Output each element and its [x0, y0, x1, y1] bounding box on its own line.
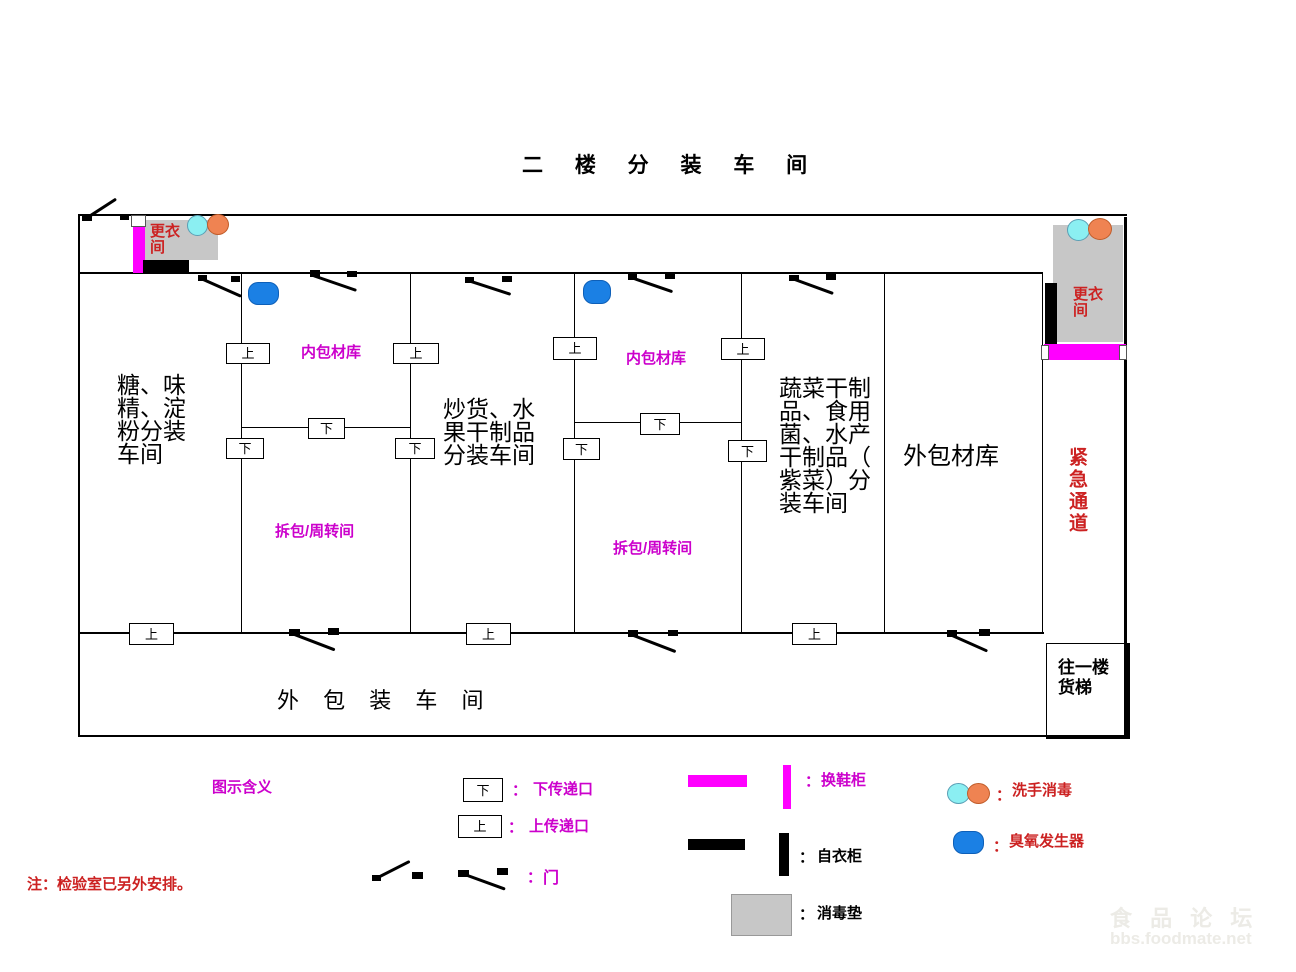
legend-colon: ： [508, 819, 524, 836]
transfer-window-up: 上 [792, 623, 837, 645]
room-label-unpack-2: 拆包/周转间 [613, 540, 693, 557]
legend-colon: ： [805, 773, 821, 790]
transfer-label: 下 [653, 416, 667, 432]
transfer-window-down: 下 [640, 413, 680, 435]
legend-door-label: 门 [543, 870, 560, 887]
watermark-line1: 食 品 论 坛 [1110, 906, 1259, 931]
door-frame-marker [131, 215, 146, 227]
wall-right-outer [1124, 217, 1127, 737]
room-label-outer-material: 外包材库 [903, 443, 999, 470]
legend-sanitizer-icon [967, 783, 990, 804]
wall-bottom-outer [78, 735, 1127, 737]
white-cabinet-left [143, 260, 189, 273]
legend-shoe-cabinet-icon [783, 765, 791, 809]
transfer-window-up: 上 [721, 338, 765, 360]
legend-colon: ： [527, 869, 543, 886]
watermark-line2: bbs.foodmate.net [1110, 929, 1252, 948]
changing-room-right [1053, 225, 1123, 342]
page-title: 二 楼 分 装 车 间 [522, 154, 821, 177]
legend-wash-label: 洗手消毒 [1012, 782, 1073, 799]
transfer-window-down: 下 [563, 438, 600, 460]
changing-room-left-label: 更衣 间 [150, 223, 181, 256]
legend-white-cabinet-icon [779, 833, 789, 876]
shoe-cabinet-right [1044, 344, 1126, 360]
transfer-label: 上 [144, 626, 158, 642]
room-label-inner-material-2: 内包材库 [626, 350, 687, 367]
door-frame-marker [1041, 345, 1049, 360]
room-label-dried-vegetables: 蔬菜干制 品、食用 菌、水产 干制品（ 紫菜）分 装车间 [779, 375, 871, 516]
changing-room-right-label: 更衣 间 [1073, 286, 1104, 319]
transfer-window-down: 下 [728, 440, 767, 462]
transfer-window-up: 上 [226, 343, 270, 364]
room-label-unpack-1: 拆包/周转间 [275, 523, 355, 540]
wall-top-outer [78, 214, 1127, 216]
room-label-inner-material-1: 内包材库 [301, 344, 362, 361]
transfer-window-up: 上 [466, 623, 511, 645]
wash-basin-icon [1067, 219, 1090, 241]
transfer-window-up: 上 [553, 337, 597, 360]
room-label-sugar: 糖、味 精、淀 粉分装 车间 [117, 372, 186, 467]
wash-basin-icon [187, 215, 208, 236]
transfer-label: 下 [319, 421, 333, 436]
transfer-window-up: 上 [129, 623, 174, 645]
legend-colon: ： [512, 782, 528, 799]
legend-heading: 图示含义 [212, 779, 273, 796]
legend-white-cabinet-icon [688, 839, 745, 850]
transfer-window-down: 下 [395, 438, 435, 459]
transfer-label: 下 [740, 443, 754, 459]
transfer-label: 上 [481, 626, 495, 642]
legend-up-window-icon: 上 [458, 815, 502, 838]
note-text: 注：检验室已另外安排。 [27, 876, 193, 893]
legend-disinfection-mat-label: 消毒垫 [817, 905, 863, 922]
legend-colon: ： [799, 906, 815, 923]
transfer-label: 上 [807, 626, 821, 642]
transfer-window-up: 上 [393, 343, 439, 364]
transfer-window-down: 下 [226, 438, 264, 459]
legend-white-cabinet-label: 自衣柜 [817, 848, 863, 865]
wall-bottom-inner [78, 632, 1044, 634]
legend-colon: ： [993, 838, 1009, 855]
room-label-outer-packing: 外 包 装 车 间 [277, 688, 493, 713]
transfer-label: 上 [568, 341, 582, 356]
ozone-generator-icon [583, 280, 611, 304]
elevator-box [1046, 643, 1130, 739]
legend-down-label: 下传递口 [533, 781, 594, 798]
transfer-label: 下 [574, 441, 588, 457]
legend-ozone-generator-icon [953, 831, 984, 854]
legend-shoe-cabinet-label: 换鞋柜 [821, 772, 867, 789]
transfer-window-down: 下 [308, 418, 345, 439]
transfer-label: 上 [736, 341, 750, 357]
wall-left-outer [78, 214, 80, 737]
legend-disinfection-mat-icon [731, 894, 792, 936]
legend-ozone-label: 臭氧发生器 [1009, 833, 1085, 850]
elevator-label: 往一楼 货梯 [1058, 658, 1109, 697]
ozone-generator-icon [248, 282, 279, 305]
room-label-fried-goods: 炒货、水 果干制品 分装车间 [443, 396, 535, 468]
transfer-label: 下 [238, 441, 252, 456]
sanitizer-icon [207, 214, 229, 235]
wall-corridor [1042, 272, 1043, 633]
room-label-emergency-passage: 紧急通道 [1066, 447, 1087, 535]
shoe-cabinet-left [133, 217, 145, 273]
white-cabinet-right [1045, 283, 1057, 344]
transfer-label: 上 [241, 346, 255, 361]
transfer-label: 上 [473, 819, 487, 834]
wall-vertical-5 [884, 272, 885, 633]
legend-shoe-cabinet-icon [688, 775, 747, 787]
transfer-label: 上 [409, 346, 423, 361]
legend-colon: ： [996, 787, 1012, 804]
wall-top-inner [78, 272, 1043, 274]
door-frame-marker [1119, 345, 1127, 360]
legend-down-window-icon: 下 [463, 778, 503, 802]
legend-colon: ： [799, 849, 815, 866]
sanitizer-icon [1088, 218, 1112, 240]
transfer-label: 下 [408, 441, 422, 456]
legend-up-label: 上传递口 [529, 818, 590, 835]
transfer-label: 下 [476, 782, 490, 798]
